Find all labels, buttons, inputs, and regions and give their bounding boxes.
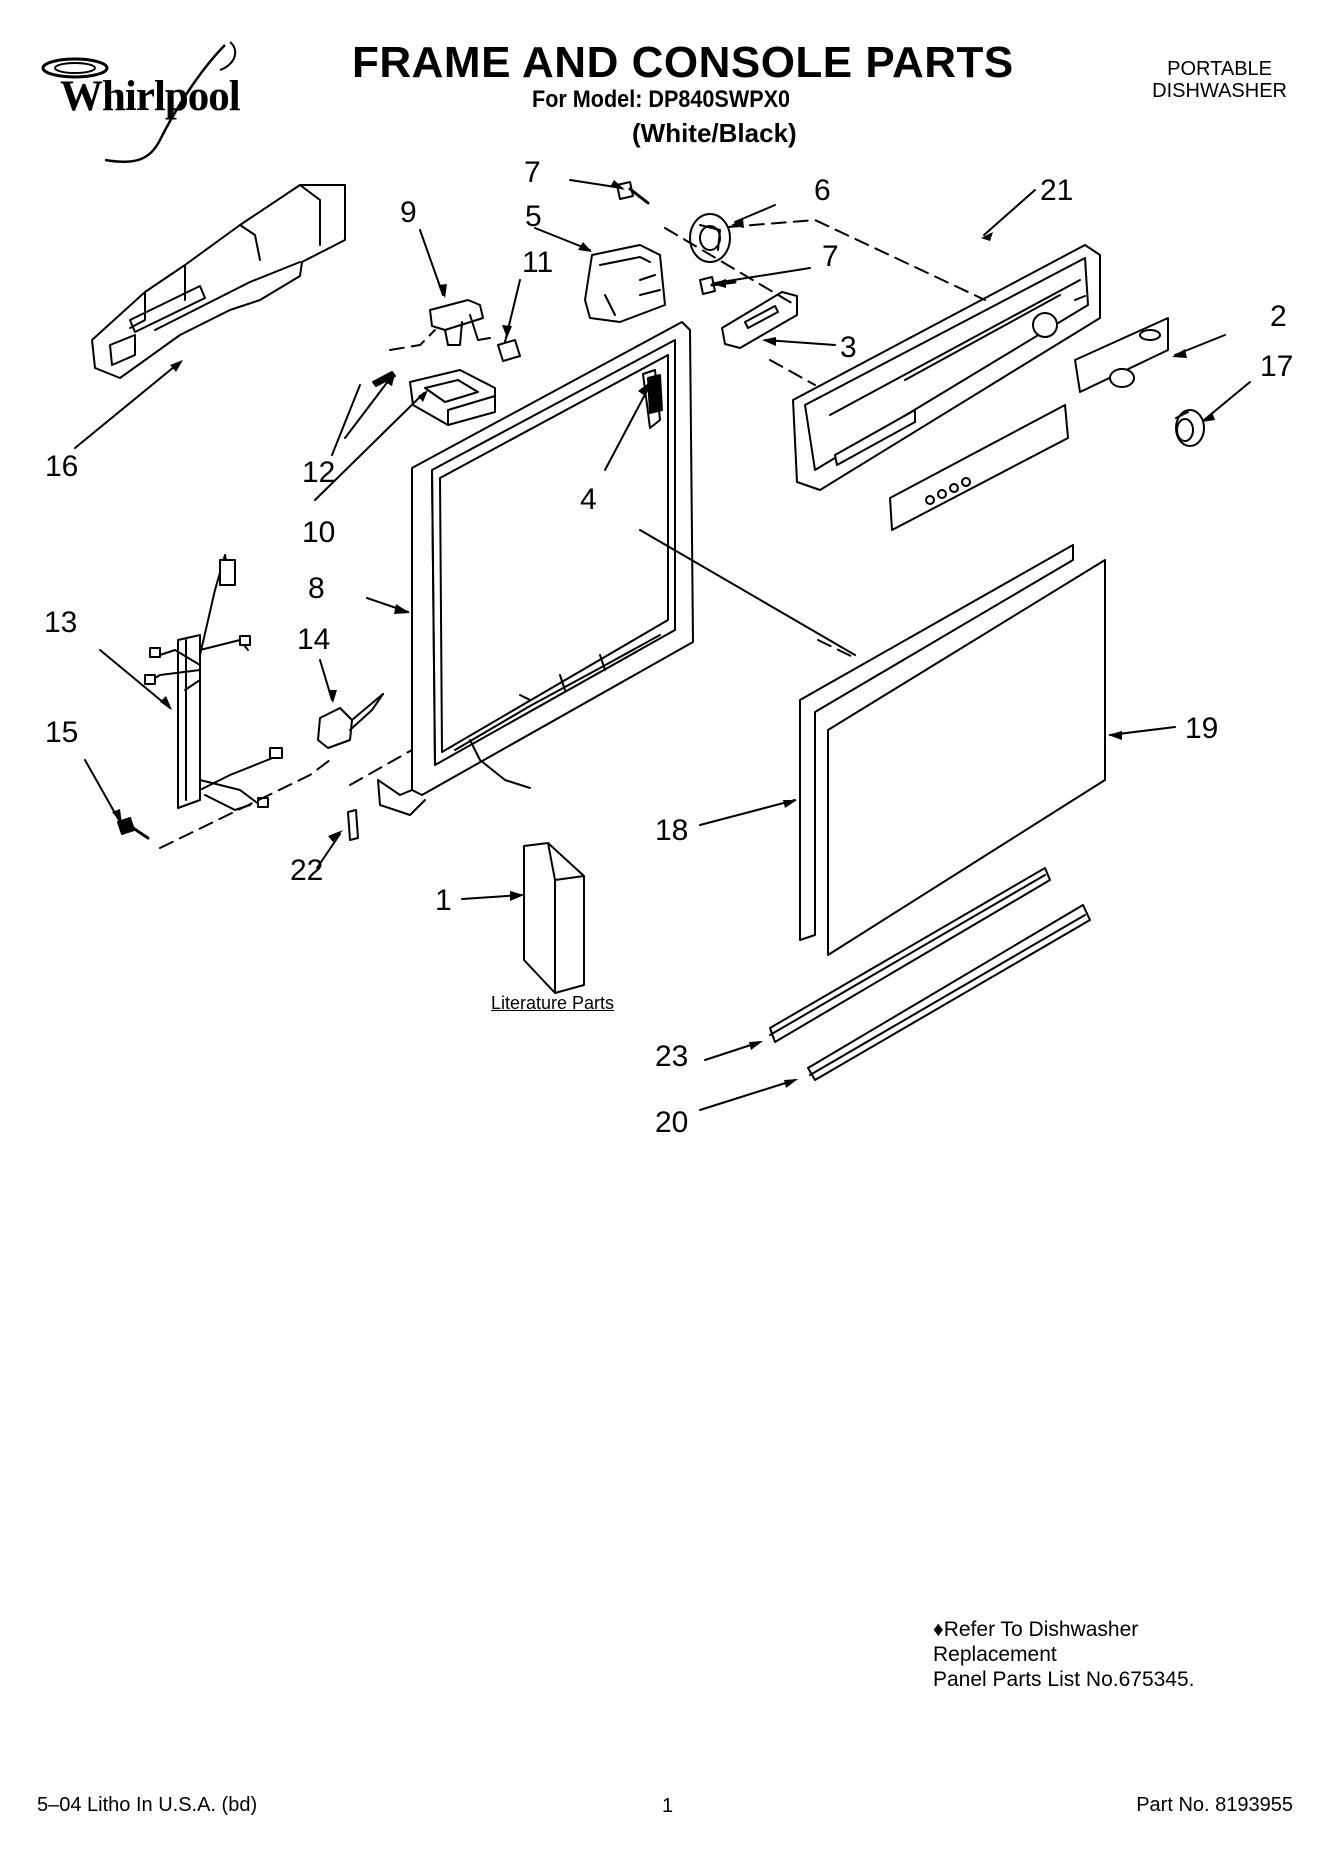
leader-lines (74, 179, 1251, 1111)
callout-3: 3 (840, 331, 857, 364)
part-23-trim-strip (769, 867, 1051, 1043)
callout-1: 1 (435, 884, 452, 917)
note-line-2: Replacement (933, 1643, 1057, 1666)
part-5-latch-assembly (584, 244, 666, 323)
brand-wordmark: Whirlpool (60, 73, 241, 120)
part-22-clip (347, 809, 359, 841)
part-7-screw-top (616, 181, 650, 205)
part-2-overlay-panel (1074, 317, 1169, 393)
callout-20: 20 (655, 1106, 689, 1139)
note-line-3: Panel Parts List No.675345. (933, 1668, 1195, 1691)
part-9-bracket (429, 299, 491, 346)
callout-16: 16 (45, 450, 79, 483)
callout-7: 7 (524, 156, 541, 189)
part-6-hub (689, 213, 731, 263)
callout-13: 13 (44, 606, 78, 639)
callout-21: 21 (1040, 174, 1074, 207)
part-16-console-housing (91, 184, 346, 379)
part-20-bottom-trim (807, 904, 1091, 1081)
callout-23: 23 (655, 1040, 689, 1073)
page-number: 1 (662, 1795, 674, 1817)
callout-14: 14 (297, 623, 331, 656)
part-21-console-panel (792, 244, 1101, 491)
part-14-switch (317, 693, 384, 749)
callout-10: 10 (302, 516, 336, 549)
part-15-screw (117, 817, 150, 840)
callout-9: 9 (400, 196, 417, 229)
product-type-line2: DISHWASHER (1152, 80, 1287, 102)
part-number: Part No. 8193955 (1136, 1794, 1293, 1816)
page-title: FRAME AND CONSOLE PARTS (352, 38, 1014, 87)
arrowheads (112, 180, 1215, 1088)
callout-7-second: 7 (822, 240, 839, 273)
product-type: PORTABLE DISHWASHER (1152, 58, 1287, 102)
part-3-switch-bracket (721, 291, 798, 349)
note-line-1: ♦Refer To Dishwasher (933, 1618, 1139, 1641)
callout-18: 18 (655, 814, 689, 847)
callout-15: 15 (45, 716, 79, 749)
part-12-pin (372, 371, 396, 387)
callout-2: 2 (1270, 300, 1287, 333)
callout-19: 19 (1185, 712, 1219, 745)
callout-5: 5 (525, 200, 542, 233)
callout-22: 22 (290, 854, 324, 887)
part-19-door-panel (827, 559, 1106, 956)
whirlpool-logo (41, 41, 237, 164)
callout-4: 4 (580, 483, 597, 516)
replacement-note: ♦Refer To Dishwasher Replacement Panel P… (933, 1617, 1195, 1692)
part-18-door-panel (799, 544, 1074, 941)
callout-17: 17 (1260, 350, 1294, 383)
literature-parts-label: Literature Parts (491, 993, 615, 1013)
callout-11: 11 (522, 246, 554, 279)
part-17-knob (1175, 409, 1205, 447)
part-11-clip (497, 339, 521, 362)
color-variant: (White/Black) (632, 118, 797, 148)
dashed-assembly-lines (159, 219, 986, 849)
callout-12: 12 (302, 456, 336, 489)
part-8-door-frame (377, 321, 694, 816)
part-1-literature (523, 842, 585, 994)
part-console-button-strip (889, 404, 1069, 531)
part-13-wire-harness (144, 554, 283, 811)
model-number: For Model: DP840SWPX0 (532, 86, 791, 113)
part-4-tab (647, 374, 663, 414)
callout-8: 8 (308, 572, 325, 605)
litho-info: 5–04 Litho In U.S.A. (bd) (37, 1794, 258, 1816)
callout-6: 6 (814, 174, 831, 207)
product-type-line1: PORTABLE (1167, 58, 1273, 80)
